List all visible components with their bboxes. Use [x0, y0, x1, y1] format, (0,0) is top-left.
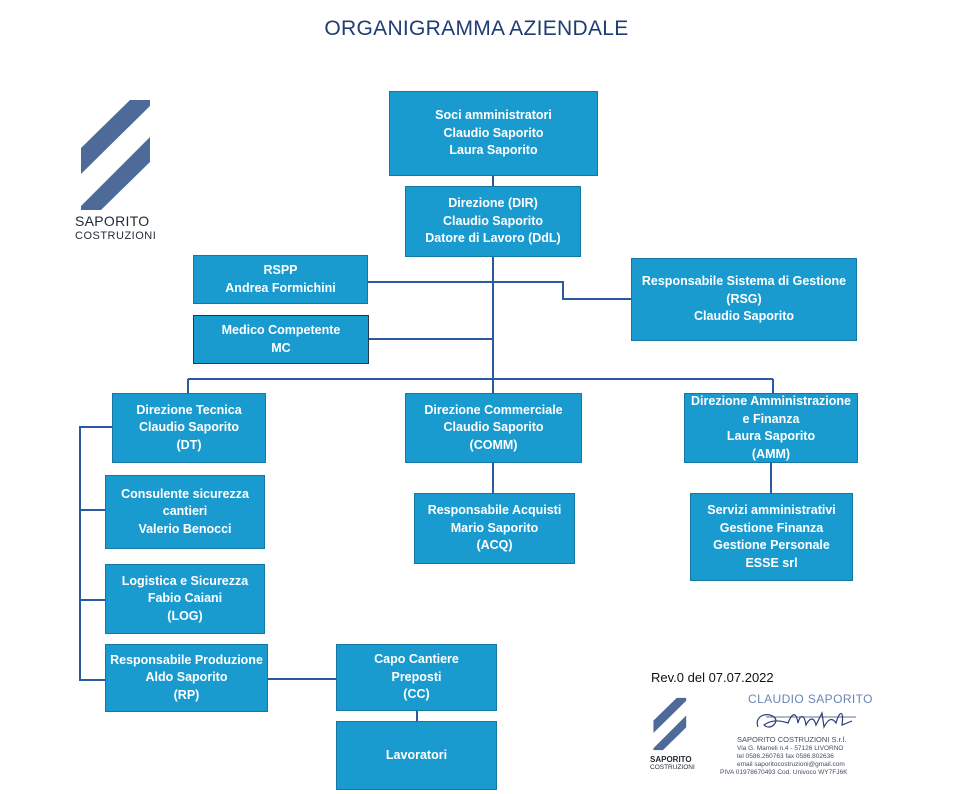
node-text-line: Claudio Saporito	[443, 125, 544, 140]
node-text-line: Direzione Commerciale	[424, 402, 563, 417]
node-text-line: Claudio Saporito	[443, 420, 544, 435]
stamp-phone: tel 0586.260763 fax 0586.802636	[737, 753, 834, 760]
logo-subtitle: COSTRUZIONI	[75, 230, 157, 242]
node-text-line: (CC)	[403, 687, 430, 702]
stamp-vat: PIVA 01978670493 Cod. Univoco WY7FJ6K	[720, 769, 848, 776]
node-text-line: Datore di Lavoro (DdL)	[425, 231, 561, 246]
revision-label: Rev.0 del 07.07.2022	[651, 670, 774, 685]
stamp-email: email saporitocostruzioni@gmail.com	[737, 761, 845, 768]
node-text-line: ESSE srl	[745, 555, 798, 570]
node-text-line: Logistica e Sicurezza	[121, 573, 249, 588]
node-text-line: (RP)	[173, 687, 200, 702]
node-text-line: (DT)	[176, 437, 202, 452]
node-text-line: Direzione (DIR)	[448, 196, 538, 211]
node-text-line: (LOG)	[167, 608, 203, 623]
node-rspp: RSPP Andrea Formichini	[193, 255, 368, 304]
node-text-line: RSPP	[263, 263, 298, 277]
node-text-line: (RSG)	[726, 291, 762, 306]
node-text-line: Lavoratori	[385, 747, 448, 762]
stamp-logo-icon	[653, 697, 687, 751]
node-text-line: Medico Competente	[221, 323, 341, 337]
node-text-line: (COMM)	[469, 437, 518, 452]
node-text-line: Valerio Benocci	[138, 521, 232, 536]
signature-icon	[756, 711, 856, 729]
stamp-name: CLAUDIO SAPORITO	[748, 692, 873, 706]
stamp-logo-name: SAPORITO	[650, 755, 692, 764]
node-text-line: Responsabile Acquisti	[427, 503, 562, 518]
node-text-line: Claudio Saporito	[139, 420, 239, 435]
node-text-line: Responsabile Produzione	[110, 652, 263, 667]
node-text-line: (ACQ)	[476, 538, 513, 553]
node-text-line: Consulente sicurezza	[121, 486, 249, 501]
node-text-line: (AMM)	[751, 446, 791, 461]
node-text-line: Laura Saporito	[449, 143, 538, 158]
node-text-line: Claudio Saporito	[443, 213, 543, 228]
stamp-address: Via G. Mameli n.4 - 57126 LIVORNO	[737, 745, 844, 752]
stamp-company: SAPORITO COSTRUZIONI S.r.l.	[737, 735, 847, 744]
node-text-line: Mario Saporito	[450, 520, 539, 535]
node-text-line: Claudio Saporito	[694, 309, 794, 324]
stamp-logo-subtitle: COSTRUZIONI	[650, 764, 695, 771]
node-text-line: Fabio Caiani	[147, 591, 223, 606]
node-rsg: Responsabile Sistema di Gestione (RSG) Cla…	[631, 258, 857, 341]
node-text-line: cantieri	[162, 504, 208, 519]
node-text-line: e Finanza	[742, 411, 800, 426]
page-title: ORGANIGRAMMA AZIENDALE	[324, 17, 629, 40]
node-text-line: Servizi amministrativi	[707, 503, 836, 517]
node-text-line: Responsabile Sistema di Gestione	[641, 274, 847, 289]
node-text-line: Direzione Tecnica	[136, 402, 242, 417]
node-text-line: Direzione Amministrazione	[691, 394, 851, 408]
node-text-line: Gestione Finanza	[719, 520, 824, 535]
node-text-line: MC	[271, 340, 291, 355]
node-lavoratori: Lavoratori	[336, 721, 497, 790]
node-text-line: Preposti	[391, 669, 442, 684]
node-text-line: Gestione Personale	[713, 538, 830, 552]
logo-name: SAPORITO	[75, 213, 150, 229]
node-text-line: Soci amministratori	[435, 108, 552, 123]
node-text-line: Capo Cantiere	[374, 652, 459, 667]
node-text-line: Andrea Formichini	[225, 280, 336, 295]
node-text-line: Aldo Saporito	[145, 670, 228, 685]
company-logo-icon	[81, 100, 150, 210]
node-text-line: Laura Saporito	[726, 429, 816, 443]
